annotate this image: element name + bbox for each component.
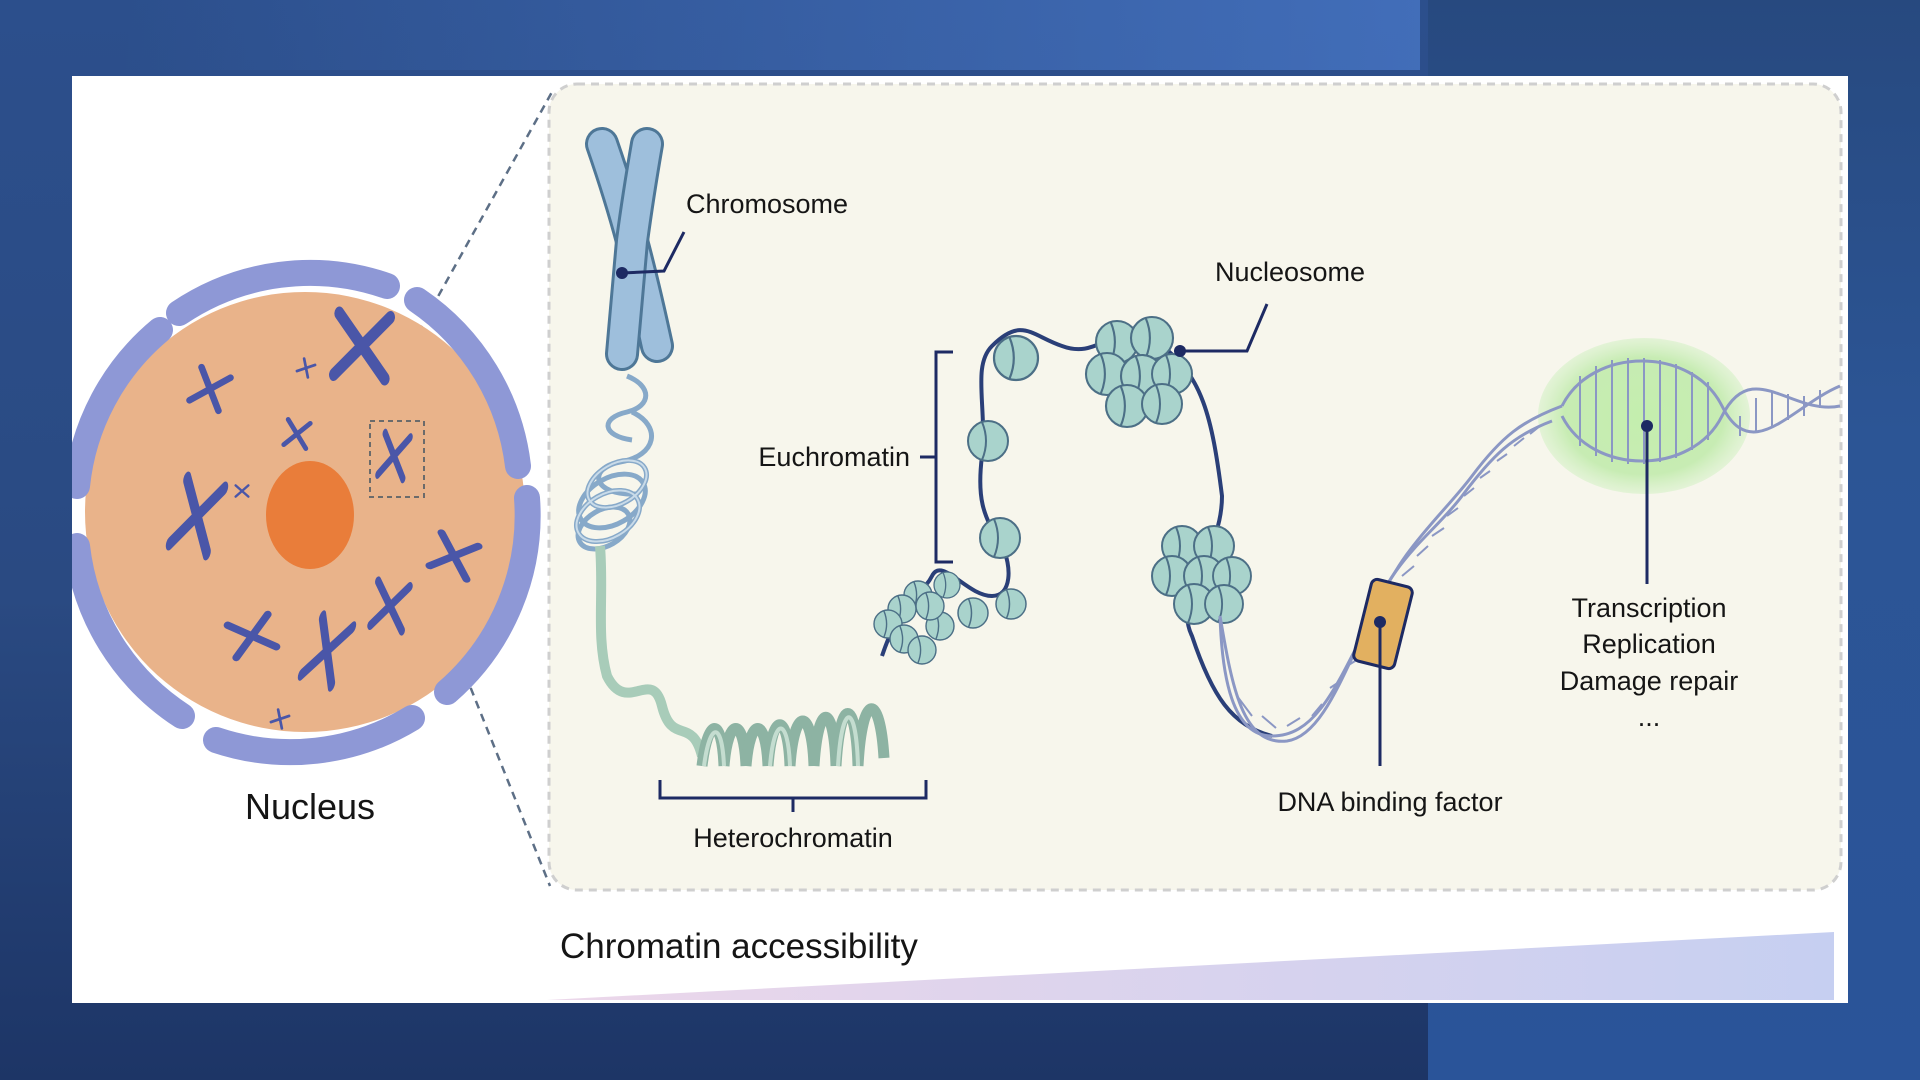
nucleus-label: Nucleus: [245, 786, 375, 827]
chromosome-label: Chromosome: [686, 189, 848, 219]
nucleus-illustration: Nucleus: [72, 260, 541, 827]
zoom-box: [369, 420, 425, 498]
euchromatin-bracket: [920, 350, 953, 564]
euchromatin-label: Euchromatin: [758, 442, 910, 472]
process-ellipsis: ...: [1638, 702, 1661, 732]
process-damage-repair: Damage repair: [1560, 666, 1739, 696]
background-glow: [120, 0, 1420, 70]
accessibility-gradient-wedge: [547, 932, 1834, 1000]
processes-list: Transcription Replication Damage repair …: [1560, 593, 1739, 732]
dna-binding-factor: [1352, 577, 1414, 766]
nuclear-envelope: [72, 260, 541, 766]
process-replication: Replication: [1582, 629, 1716, 659]
process-transcription: Transcription: [1571, 593, 1726, 623]
chromatin-accessibility-label: Chromatin accessibility: [560, 927, 918, 966]
euchromatin-fiber: [873, 315, 1273, 738]
chromosome-illustration: [574, 127, 674, 552]
heterochromatin-label: Heterochromatin: [693, 823, 893, 853]
heterochromatin-fiber: [595, 545, 890, 767]
chromosome-leader: [621, 231, 686, 275]
dna-binding-factor-label: DNA binding factor: [1277, 787, 1502, 817]
nucleolus: [266, 461, 354, 569]
chromatin-diagram: Nucleus Chromosome: [72, 82, 1843, 1000]
heterochromatin-bracket: [658, 780, 928, 812]
nucleosome-label: Nucleosome: [1215, 257, 1365, 287]
nucleosome-leader: [1180, 303, 1269, 353]
detail-panel: [547, 82, 1843, 892]
